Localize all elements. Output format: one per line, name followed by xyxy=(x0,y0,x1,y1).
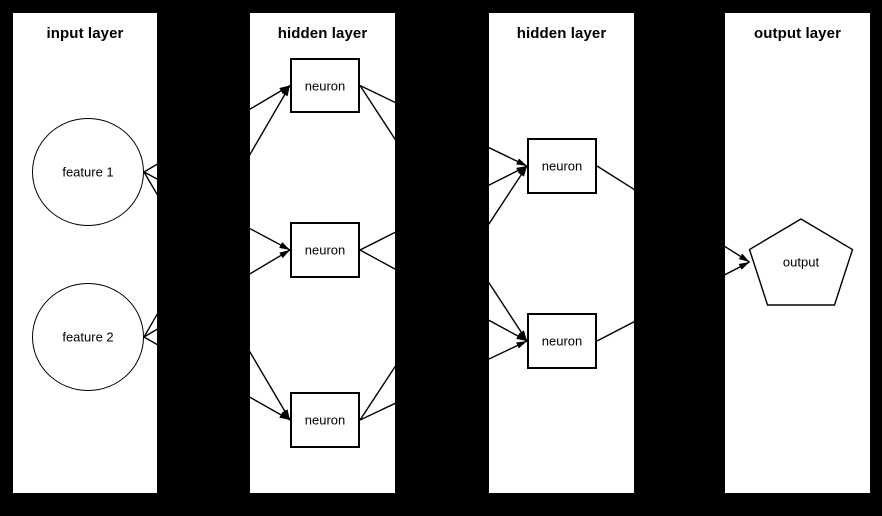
edge-line xyxy=(489,281,528,342)
edge-arrowhead xyxy=(516,158,527,166)
edge-line xyxy=(489,340,528,360)
edge-group-input xyxy=(143,163,157,346)
edge-line xyxy=(143,163,157,173)
node-label-feature2: feature 2 xyxy=(62,329,114,345)
edge-group-hidden2 xyxy=(489,146,634,360)
edge-line xyxy=(143,313,157,338)
node-h1n2[interactable] xyxy=(290,222,360,278)
edge-arrowhead xyxy=(738,262,750,270)
edge-line xyxy=(359,365,395,421)
node-feature1[interactable] xyxy=(32,118,144,226)
edge-line xyxy=(359,249,395,270)
edge-line xyxy=(250,227,291,251)
edge-arrowhead xyxy=(518,330,527,341)
node-label-out: output xyxy=(782,254,820,270)
node-label-h1n1: neuron xyxy=(304,78,346,93)
node-label-feature1: feature 1 xyxy=(62,164,114,180)
edge-line xyxy=(250,350,291,421)
layer-title-output: output layer xyxy=(753,25,842,42)
node-h1n3[interactable] xyxy=(290,392,360,448)
edge-line xyxy=(143,171,157,180)
edge-arrowhead xyxy=(279,85,290,94)
edge-line xyxy=(725,261,750,276)
edge-line xyxy=(489,146,528,167)
edge-arrowhead xyxy=(518,166,527,177)
node-label-h1n2: neuron xyxy=(304,242,346,258)
node-feature2[interactable] xyxy=(32,283,144,391)
edge-line xyxy=(250,85,291,156)
layer-panel-output: output layer output xyxy=(725,13,870,493)
edge-arrowhead xyxy=(281,85,290,97)
edge-line xyxy=(250,84,291,111)
edge-line xyxy=(489,319,528,342)
edge-line xyxy=(359,85,395,141)
layer-panel-input: input layer feature 1 feature 2 xyxy=(13,13,157,493)
edge-arrowhead xyxy=(516,166,527,174)
edge-line xyxy=(725,245,750,263)
edge-line xyxy=(359,402,395,421)
layer-title-input: input layer xyxy=(46,25,124,42)
node-h2n1[interactable] xyxy=(527,138,597,194)
node-label-h2n1: neuron xyxy=(541,158,583,174)
node-label-h2n2: neuron xyxy=(541,333,583,349)
node-h2n2[interactable] xyxy=(527,313,597,369)
layer-title-hidden1: hidden layer xyxy=(277,25,368,42)
edge-line xyxy=(359,231,395,251)
edge-line xyxy=(359,84,395,104)
layer-panel-hidden1: hidden layer neuron neuron neuron xyxy=(250,13,395,493)
edge-line xyxy=(596,165,634,191)
edge-arrowhead xyxy=(279,411,290,420)
layer-panel-hidden2: hidden layer neuron neuron xyxy=(489,13,634,493)
edge-arrowhead xyxy=(738,253,750,262)
layer-title-hidden2: hidden layer xyxy=(516,25,607,42)
edge-line xyxy=(596,321,634,342)
edge-arrowhead xyxy=(281,409,290,420)
edge-line xyxy=(143,328,157,338)
edge-arrowhead xyxy=(516,333,527,341)
edge-arrowhead xyxy=(279,242,290,250)
node-h1n1[interactable] xyxy=(290,58,360,113)
edge-line xyxy=(143,171,157,196)
edge-line xyxy=(143,336,157,346)
node-out[interactable] xyxy=(748,218,854,306)
edge-line xyxy=(250,249,291,275)
edge-arrowhead xyxy=(516,341,527,349)
node-label-h1n3: neuron xyxy=(304,412,346,428)
edge-line xyxy=(489,165,528,186)
edge-line xyxy=(250,396,291,421)
edge-arrowhead xyxy=(279,250,290,259)
edge-line xyxy=(489,165,528,226)
